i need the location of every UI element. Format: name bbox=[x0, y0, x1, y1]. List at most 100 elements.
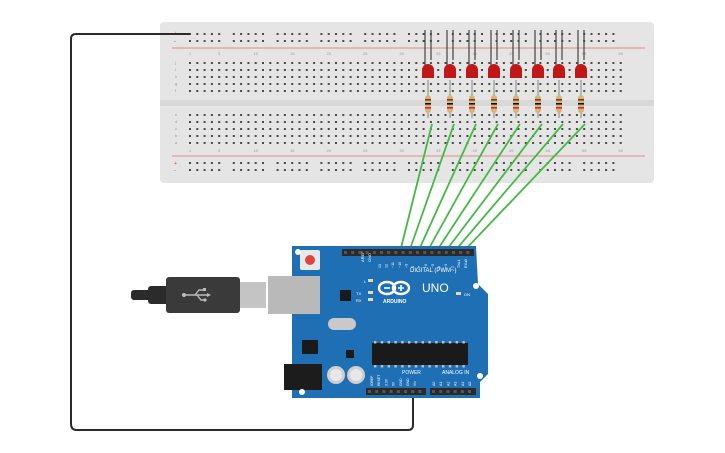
breadboard-hole[interactable] bbox=[583, 169, 586, 171]
breadboard-hole[interactable] bbox=[517, 83, 520, 85]
breadboard-hole[interactable] bbox=[305, 121, 308, 123]
breadboard-hole[interactable] bbox=[415, 169, 418, 171]
breadboard-hole[interactable] bbox=[203, 69, 206, 71]
header-pin[interactable] bbox=[389, 390, 393, 393]
breadboard-hole[interactable] bbox=[276, 40, 279, 42]
breadboard-hole[interactable] bbox=[612, 142, 615, 144]
header-pin[interactable] bbox=[459, 251, 463, 254]
breadboard-hole[interactable] bbox=[327, 169, 330, 171]
signal-wire[interactable] bbox=[444, 123, 543, 253]
breadboard-hole[interactable] bbox=[349, 40, 352, 42]
breadboard-hole[interactable] bbox=[232, 169, 235, 171]
breadboard-hole[interactable] bbox=[283, 40, 286, 42]
breadboard-hole[interactable] bbox=[459, 121, 462, 123]
breadboard-hole[interactable] bbox=[298, 40, 301, 42]
breadboard-hole[interactable] bbox=[262, 162, 264, 164]
header-pin[interactable] bbox=[437, 251, 441, 254]
breadboard-hole[interactable] bbox=[568, 135, 571, 137]
breadboard-hole[interactable] bbox=[291, 76, 294, 78]
breadboard-hole[interactable] bbox=[276, 114, 279, 116]
breadboard-hole[interactable] bbox=[203, 162, 206, 164]
breadboard-hole[interactable] bbox=[495, 90, 498, 92]
breadboard-hole[interactable] bbox=[597, 135, 600, 137]
breadboard-hole[interactable] bbox=[313, 128, 316, 130]
breadboard-hole[interactable] bbox=[444, 90, 447, 92]
breadboard-hole[interactable] bbox=[597, 128, 600, 130]
breadboard-hole[interactable] bbox=[510, 114, 513, 116]
breadboard-hole[interactable] bbox=[240, 69, 243, 71]
breadboard-hole[interactable] bbox=[422, 90, 425, 92]
breadboard-hole[interactable] bbox=[276, 69, 279, 71]
signal-wire[interactable] bbox=[462, 123, 586, 253]
breadboard-hole[interactable] bbox=[247, 83, 250, 85]
header-pin[interactable] bbox=[460, 390, 464, 393]
breadboard-hole[interactable] bbox=[488, 135, 491, 137]
breadboard-hole[interactable] bbox=[481, 114, 483, 116]
breadboard-hole[interactable] bbox=[524, 33, 527, 35]
breadboard-hole[interactable] bbox=[481, 76, 483, 78]
breadboard-hole[interactable] bbox=[451, 90, 454, 92]
breadboard-hole[interactable] bbox=[612, 128, 615, 130]
breadboard-hole[interactable] bbox=[532, 90, 535, 92]
breadboard-hole[interactable] bbox=[502, 33, 505, 35]
breadboard-hole[interactable] bbox=[240, 121, 243, 123]
breadboard-hole[interactable] bbox=[619, 69, 622, 71]
breadboard-hole[interactable] bbox=[568, 62, 571, 64]
breadboard-hole[interactable] bbox=[568, 162, 571, 164]
breadboard-hole[interactable] bbox=[590, 76, 593, 78]
breadboard-hole[interactable] bbox=[502, 76, 505, 78]
breadboard-hole[interactable] bbox=[203, 40, 206, 42]
breadboard-hole[interactable] bbox=[254, 76, 257, 78]
breadboard-hole[interactable] bbox=[554, 40, 556, 42]
breadboard-hole[interactable] bbox=[269, 69, 272, 71]
breadboard-hole[interactable] bbox=[532, 83, 535, 85]
breadboard-hole[interactable] bbox=[305, 40, 308, 42]
breadboard-hole[interactable] bbox=[502, 90, 505, 92]
header-pin[interactable] bbox=[408, 251, 412, 254]
breadboard-hole[interactable] bbox=[510, 90, 513, 92]
breadboard-hole[interactable] bbox=[590, 142, 593, 144]
breadboard-hole[interactable] bbox=[210, 121, 213, 123]
breadboard-hole[interactable] bbox=[575, 135, 578, 137]
breadboard-hole[interactable] bbox=[210, 83, 213, 85]
breadboard-hole[interactable] bbox=[291, 83, 294, 85]
breadboard-hole[interactable] bbox=[554, 135, 556, 137]
breadboard-hole[interactable] bbox=[422, 162, 425, 164]
breadboard-hole[interactable] bbox=[524, 83, 527, 85]
breadboard-hole[interactable] bbox=[356, 76, 359, 78]
breadboard-hole[interactable] bbox=[320, 90, 323, 92]
header-pin[interactable] bbox=[368, 390, 371, 393]
breadboard-hole[interactable] bbox=[320, 69, 323, 71]
breadboard-hole[interactable] bbox=[335, 83, 337, 85]
breadboard-hole[interactable] bbox=[327, 90, 330, 92]
breadboard-hole[interactable] bbox=[415, 90, 418, 92]
breadboard-hole[interactable] bbox=[473, 62, 476, 64]
breadboard-hole[interactable] bbox=[415, 162, 418, 164]
breadboard-hole[interactable] bbox=[196, 40, 199, 42]
breadboard-hole[interactable] bbox=[364, 128, 367, 130]
breadboard-hole[interactable] bbox=[225, 114, 228, 116]
breadboard-hole[interactable] bbox=[196, 128, 199, 130]
breadboard-hole[interactable] bbox=[583, 62, 586, 64]
breadboard-hole[interactable] bbox=[502, 135, 505, 137]
breadboard-hole[interactable] bbox=[210, 162, 213, 164]
breadboard-hole[interactable] bbox=[196, 135, 199, 137]
breadboard-hole[interactable] bbox=[539, 135, 542, 137]
breadboard-hole[interactable] bbox=[232, 62, 235, 64]
breadboard-hole[interactable] bbox=[386, 40, 389, 42]
breadboard-hole[interactable] bbox=[291, 114, 294, 116]
breadboard-hole[interactable] bbox=[269, 142, 272, 144]
breadboard-hole[interactable] bbox=[437, 162, 440, 164]
breadboard-hole[interactable] bbox=[240, 83, 243, 85]
breadboard-hole[interactable] bbox=[546, 83, 549, 85]
breadboard-hole[interactable] bbox=[532, 121, 535, 123]
breadboard-hole[interactable] bbox=[371, 128, 374, 130]
breadboard-hole[interactable] bbox=[283, 142, 286, 144]
breadboard-hole[interactable] bbox=[408, 135, 410, 137]
breadboard-hole[interactable] bbox=[481, 33, 483, 35]
breadboard-hole[interactable] bbox=[386, 76, 389, 78]
breadboard-hole[interactable] bbox=[473, 121, 476, 123]
breadboard-hole[interactable] bbox=[554, 142, 556, 144]
breadboard-hole[interactable] bbox=[605, 128, 608, 130]
breadboard-hole[interactable] bbox=[210, 128, 213, 130]
